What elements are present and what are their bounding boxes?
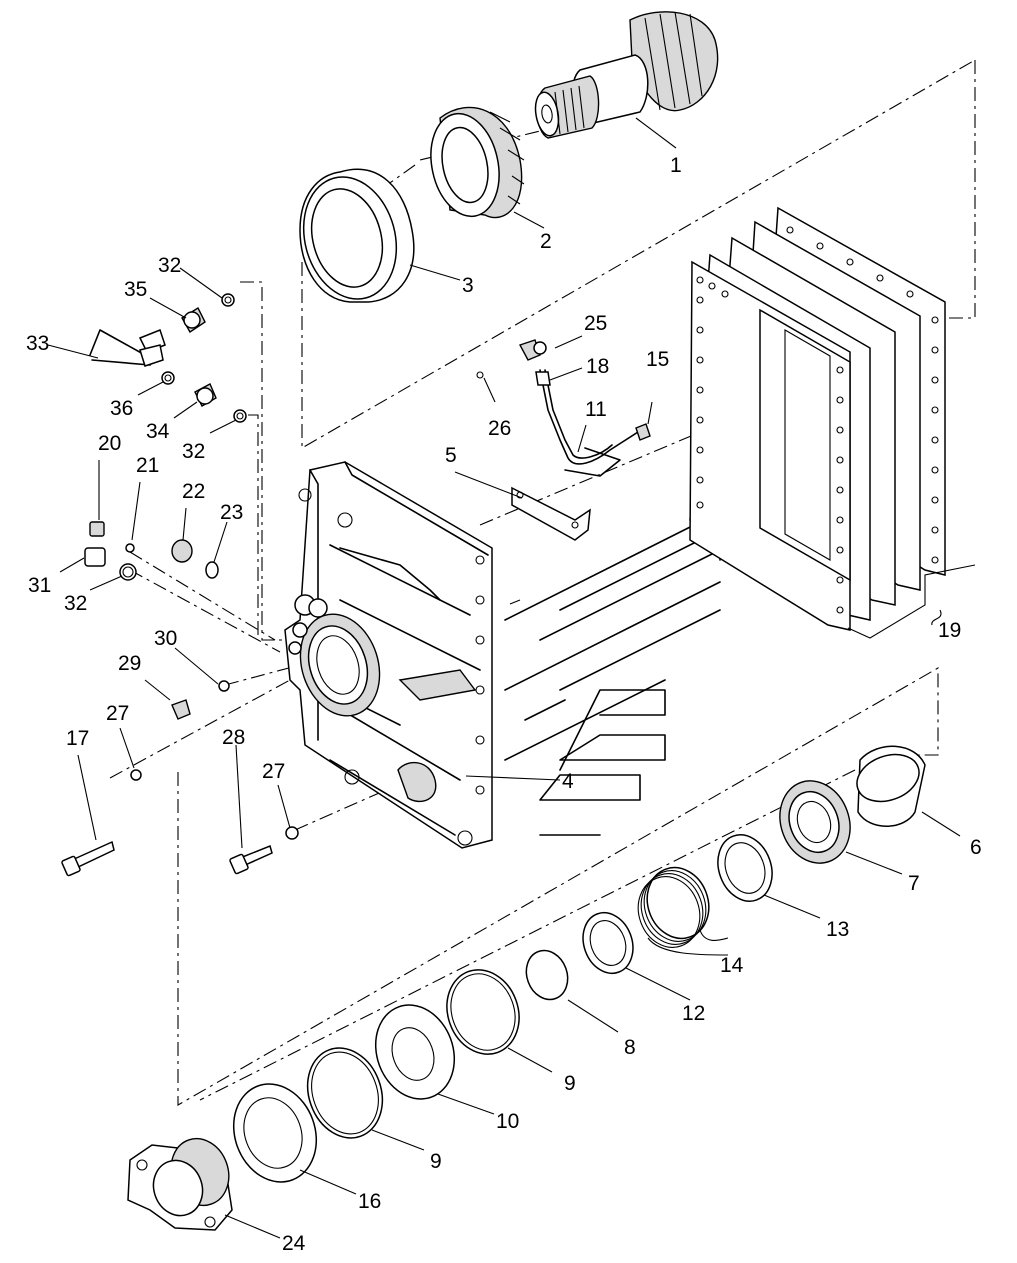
callout-26: 26 <box>488 417 511 440</box>
callout-31: 31 <box>28 574 51 597</box>
callout-35: 35 <box>124 278 147 301</box>
callout-25: 25 <box>584 312 607 335</box>
callout-9b: 9 <box>430 1150 442 1173</box>
callout-7: 7 <box>908 872 920 895</box>
callout-32b: 32 <box>182 440 205 463</box>
callout-28: 28 <box>222 726 245 749</box>
callout-11: 11 <box>585 398 607 421</box>
callout-15: 15 <box>646 348 669 371</box>
fitting-lines <box>109 281 421 831</box>
fittings-group <box>84 293 247 720</box>
callout-19: 19 <box>938 619 961 642</box>
gasket-shim-stack <box>689 206 976 639</box>
callout-16: 16 <box>358 1190 381 1213</box>
callout-27a: 27 <box>106 702 129 725</box>
callout-2: 2 <box>540 230 552 253</box>
callout-3: 3 <box>462 274 474 297</box>
callout-36: 36 <box>110 397 133 420</box>
callout-14: 14 <box>720 954 744 977</box>
tapered-roller-bearing <box>430 106 525 219</box>
callout-17: 17 <box>66 727 89 750</box>
callout-30: 30 <box>154 627 177 650</box>
pinion-shaft <box>534 11 719 139</box>
main-housing <box>284 461 721 849</box>
callout-20: 20 <box>98 432 121 455</box>
callout-21: 21 <box>136 454 159 477</box>
callout-23: 23 <box>220 501 243 524</box>
seal-stack <box>127 745 926 1231</box>
callout-labels: 1 2 3 4 5 6 7 8 9 9 10 11 12 13 14 15 16… <box>26 154 982 1255</box>
bearing-cup <box>299 168 415 303</box>
callout-10: 10 <box>496 1110 519 1133</box>
callout-27b: 27 <box>262 760 285 783</box>
callout-4: 4 <box>562 770 574 793</box>
bolts <box>61 769 299 877</box>
lower-assembly-outline <box>177 667 939 1106</box>
callout-13: 13 <box>826 918 849 941</box>
callout-22: 22 <box>182 480 205 503</box>
callout-24: 24 <box>282 1232 306 1255</box>
leader-lines <box>47 117 961 1239</box>
callout-5: 5 <box>445 444 457 467</box>
bracket-and-lube-line <box>476 339 651 541</box>
callout-6: 6 <box>970 836 982 859</box>
callout-1: 1 <box>670 154 682 177</box>
callout-18: 18 <box>586 355 609 378</box>
callout-32a: 32 <box>158 254 181 277</box>
callout-9a: 9 <box>564 1072 576 1095</box>
callout-29: 29 <box>118 652 141 675</box>
callout-34: 34 <box>146 420 170 443</box>
callout-12: 12 <box>682 1002 705 1025</box>
callout-33: 33 <box>26 332 49 355</box>
callout-8: 8 <box>624 1036 636 1059</box>
axis-line-lower <box>199 599 856 1101</box>
callout-32c: 32 <box>64 592 87 615</box>
upper-assembly-outline <box>301 59 976 449</box>
